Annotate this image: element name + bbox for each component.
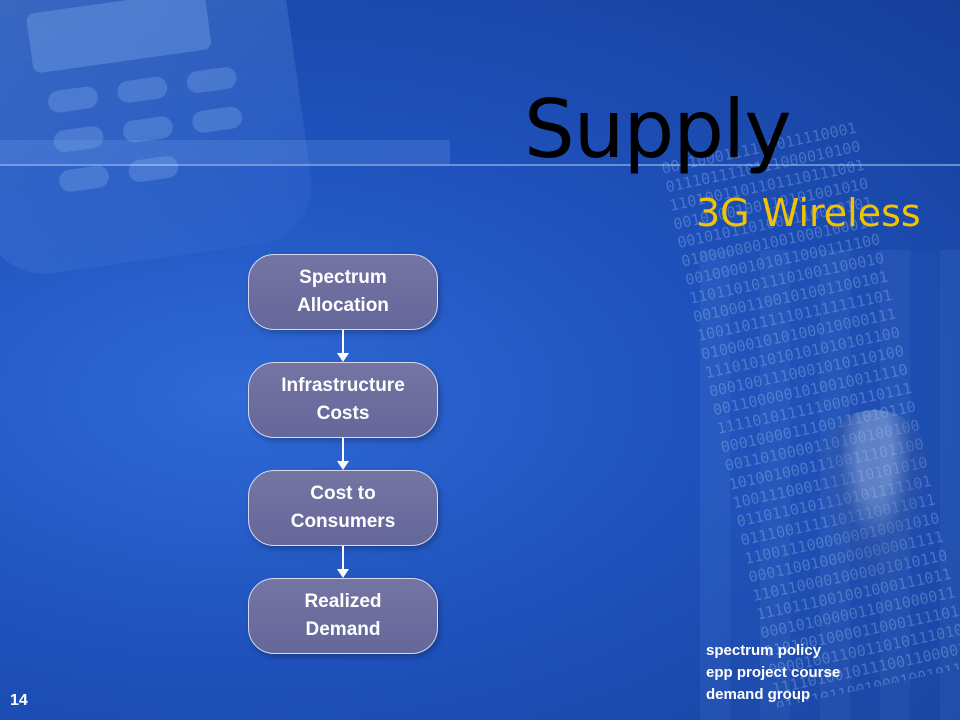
flow-node-label: Infrastructure Costs <box>281 375 405 424</box>
slide-subtitle: 3G Wireless <box>696 191 921 235</box>
phone-key <box>57 164 111 194</box>
flow-node-spectrum-allocation: Spectrum Allocation <box>248 254 438 330</box>
flow-node-label: Cost to Consumers <box>290 483 396 532</box>
decorative-band <box>0 140 450 164</box>
phone-key <box>185 65 238 95</box>
flow-node-label: Realized Demand <box>304 591 382 640</box>
decorative-grid <box>700 250 960 720</box>
flow-node-label: Spectrum Allocation <box>297 267 389 316</box>
person-on-phone-illustration <box>820 410 930 590</box>
flow-arrow <box>337 546 349 578</box>
phone-key <box>115 75 169 105</box>
slide-title: Supply <box>524 83 792 176</box>
note-line: epp project course <box>706 664 841 681</box>
flow-node-infrastructure-costs: Infrastructure Costs <box>248 362 438 438</box>
phone-screen <box>25 0 213 74</box>
footer-notes: spectrum policy epp project course deman… <box>706 640 840 706</box>
page-number: 14 <box>10 692 28 709</box>
flow-node-realized-demand: Realized Demand <box>248 578 438 654</box>
phone-key <box>46 85 100 114</box>
decorative-line <box>0 164 960 166</box>
phone-key <box>190 105 244 135</box>
note-line: spectrum policy <box>706 642 822 659</box>
flow-node-cost-to-consumers: Cost to Consumers <box>248 470 438 546</box>
flow-arrow <box>337 330 349 362</box>
note-line: demand group <box>706 686 811 703</box>
flow-arrow <box>337 438 349 470</box>
